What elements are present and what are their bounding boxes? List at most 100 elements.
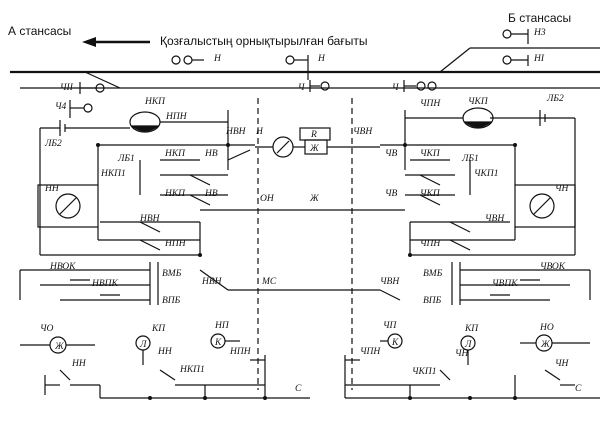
label-nvn-b: НВН [202, 277, 222, 287]
right-battery-lb2 [490, 110, 575, 126]
nn-lamp-left [37, 184, 99, 228]
signal-label-ch-mid: Ч [298, 83, 305, 93]
signal-ch4 [69, 100, 93, 118]
direction-label: Қозғалыстың орнықтырылған бағыты [160, 34, 368, 48]
label-chpn-b: ЧПН [420, 239, 441, 249]
label-nv-b: НВ [205, 189, 218, 199]
zh-center-symbol: Ж [309, 144, 320, 154]
label-npn-b: НПН [165, 239, 186, 249]
label-nv: НВ [205, 149, 218, 159]
label-chn-bottom: ЧН [455, 349, 469, 359]
bottom-left-circuit [20, 333, 310, 399]
signal-label-n-mid: Н [318, 54, 325, 64]
station-a-label: А стансасы [8, 24, 72, 38]
label-chpn-right: ЧПН [420, 99, 441, 109]
signal-ch2 [79, 82, 105, 94]
junction-dots [96, 143, 517, 400]
signal-n-top [171, 55, 204, 65]
label-nvpk: НВПК [92, 279, 118, 289]
label-chkp1: ЧКП1 [474, 169, 499, 179]
station-b-label: Б стансасы [508, 11, 572, 25]
arrow-head [82, 37, 96, 47]
label-nkp1-bottom: НКП1 [180, 365, 205, 375]
label-chkp-b: ЧКП [420, 149, 440, 159]
label-kp-left: КП [152, 324, 166, 334]
signal-ch-right [403, 80, 437, 92]
label-nkp-left: НКП [145, 97, 166, 107]
label-chvn-c: ЧВН [380, 277, 400, 287]
label-vpb-left: ВПБ [162, 296, 181, 306]
label-on: ОН [260, 194, 274, 204]
signal-label-ch4: Ч4 [55, 102, 67, 112]
label-nkp-c: НКП [165, 189, 186, 199]
l-symbol-right: Л [464, 340, 472, 350]
r-symbol: R [310, 130, 317, 140]
label-chv: ЧВ [385, 149, 398, 159]
label-nkp1: НКП1 [101, 169, 126, 179]
signal-label-n: Н [214, 54, 221, 64]
l-symbol-left: Л [139, 340, 147, 350]
label-chkp-right: ЧКП [468, 97, 488, 107]
label-chvok: ЧВОК [540, 262, 566, 272]
left-battery-lb2 [40, 120, 130, 136]
signal-label-n3: Н3 [534, 28, 546, 38]
label-chvn-right: ЧВН [485, 214, 505, 224]
signal-n-mid [285, 55, 309, 80]
label-nvn-left: НВН [140, 214, 160, 224]
label-lb2-right: ЛБ2 [547, 94, 564, 104]
label-npn-left: НПН [166, 112, 187, 122]
label-lb1-left: ЛБ1 [118, 154, 135, 164]
signal-label-ch-right: Ч [392, 83, 399, 93]
signal-n1 [502, 55, 529, 66]
right-wiring [380, 144, 575, 256]
label-chvn-top: ЧВН [353, 127, 373, 137]
label-np: НП [215, 321, 229, 331]
signal-n3 [502, 29, 529, 44]
label-s-left: С [295, 384, 302, 394]
lower-contacts-right [451, 262, 591, 305]
label-nn-bottom: НН [72, 359, 86, 369]
signal-label-ch2: ЧII [60, 83, 73, 93]
k-symbol-left: К [214, 338, 222, 348]
label-vpb-right: ВПБ [423, 296, 442, 306]
label-lb2-left: ЛБ2 [45, 139, 62, 149]
label-nn-left: НН [45, 184, 59, 194]
label-kp-right: КП [465, 324, 479, 334]
label-chkp-c: ЧКП [420, 189, 440, 199]
label-zh-b: Ж [310, 194, 319, 204]
label-chpn-bottom: ЧПН [360, 347, 381, 357]
signal-ch-mid [309, 80, 330, 92]
label-chn-right: ЧН [555, 184, 569, 194]
label-no: НО [540, 323, 554, 333]
zh-symbol-right: Ж [540, 340, 551, 350]
label-nvn-top: НВН [226, 127, 246, 137]
label-chp: ЧП [383, 321, 397, 331]
center-section [199, 98, 401, 390]
label-npn-bottom: НПН [230, 347, 251, 357]
label-cho: ЧО [40, 324, 54, 334]
left-wiring [40, 144, 255, 256]
zh-symbol-left: Ж [54, 342, 65, 352]
track-branch [439, 47, 471, 73]
label-chvpk: ЧВПК [492, 279, 518, 289]
label-vmb-left: ВМБ [162, 269, 182, 279]
lower-contacts-left [19, 262, 159, 305]
label-h-center: Н [256, 127, 263, 137]
label-s-right: С [575, 384, 582, 394]
label-nkp-b: НКП [165, 149, 186, 159]
track-switch-left [84, 71, 121, 89]
label-ms: МС [262, 277, 277, 287]
label-chn-b-bottom: ЧН [555, 359, 569, 369]
label-nn-b: НН [158, 347, 172, 357]
signal-label-n1: НI [534, 54, 545, 64]
label-nvok: НВОК [50, 262, 76, 272]
bottom-right-circuit [344, 333, 600, 399]
label-chkp1-bottom: ЧКП1 [412, 367, 437, 377]
label-chv-b: ЧВ [385, 189, 398, 199]
chn-lamp-right [514, 184, 576, 228]
k-symbol-right: К [391, 338, 399, 348]
label-vmb-right: ВМБ [423, 269, 443, 279]
label-lb1-right: ЛБ1 [462, 154, 479, 164]
